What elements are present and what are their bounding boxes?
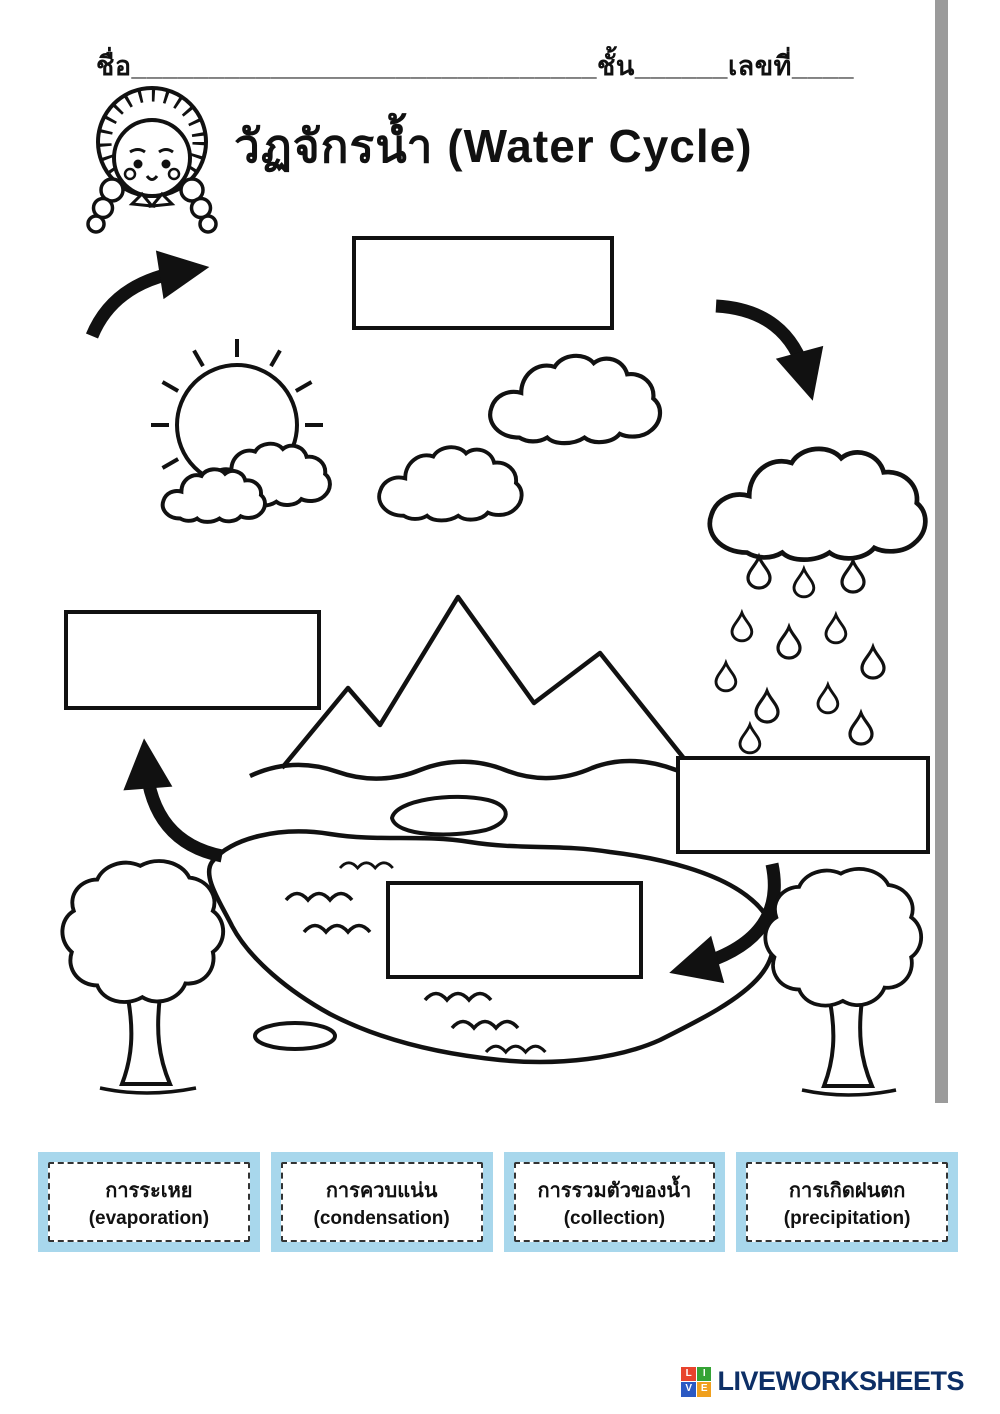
liveworksheets-logo[interactable]: L I V E LIVEWORKSHEETS xyxy=(681,1366,964,1397)
sun-icon xyxy=(151,339,332,524)
class-label: ชั้น xyxy=(597,51,635,81)
name-blank: ______________________________ xyxy=(131,51,598,81)
logo-square-i: I xyxy=(696,1366,712,1381)
tree-left xyxy=(60,859,226,1095)
name-label: ชื่อ xyxy=(96,51,132,81)
word-card-precipitation[interactable]: การเกิดฝนตก (precipitation) xyxy=(736,1152,958,1252)
word-bank: การระเหย (evaporation) การควบแน่น (conde… xyxy=(38,1152,958,1252)
number-blank: ____ xyxy=(791,51,855,81)
word-card-inner: การควบแน่น (condensation) xyxy=(280,1162,483,1242)
word-card-thai-label: การรวมตัวของน้ำ xyxy=(537,1180,692,1202)
word-card-condensation[interactable]: การควบแน่น (condensation) xyxy=(270,1152,493,1252)
cloud-icon-lower xyxy=(377,445,524,523)
mountains xyxy=(249,594,708,781)
tree-right xyxy=(763,867,924,1097)
word-card-inner: การเกิดฝนตก (precipitation) xyxy=(746,1162,948,1242)
liveworksheets-logo-text: LIVEWORKSHEETS xyxy=(717,1366,964,1396)
word-card-thai-label: การควบแน่น xyxy=(325,1180,438,1202)
arrow-collection-to-evaporation xyxy=(123,738,224,863)
class-blank: ______ xyxy=(634,51,728,81)
liveworksheets-logo-icon: L I V E xyxy=(681,1366,712,1397)
arrow-precipitation xyxy=(715,299,824,401)
arrow-evaporation xyxy=(85,250,210,339)
cloud-icon-upper xyxy=(490,356,660,443)
word-card-inner: การรวมตัวของน้ำ (collection) xyxy=(513,1162,716,1242)
logo-square-l: L xyxy=(681,1366,696,1381)
word-card-evaporation[interactable]: การระเหย (evaporation) xyxy=(38,1152,260,1252)
word-card-collection[interactable]: การรวมตัวของน้ำ (collection) xyxy=(503,1152,726,1252)
word-card-inner: การระเหย (evaporation) xyxy=(48,1162,250,1242)
answer-box-right[interactable] xyxy=(676,756,930,854)
word-card-english-label: (collection) xyxy=(563,1208,666,1229)
page-edge-shadow xyxy=(935,0,948,1103)
word-card-thai-label: การระเหย xyxy=(105,1180,193,1202)
word-card-english-label: (condensation) xyxy=(313,1208,450,1229)
answer-box-top[interactable] xyxy=(352,236,614,330)
logo-square-v: V xyxy=(681,1382,696,1397)
answer-box-left[interactable] xyxy=(64,610,321,710)
number-label: เลขที่ xyxy=(727,51,792,81)
word-card-english-label: (precipitation) xyxy=(783,1208,911,1229)
girl-mascot-icon xyxy=(86,86,218,234)
page-title: วัฏจักรน้ำ (Water Cycle) xyxy=(234,120,753,172)
arrow-rain-to-lake xyxy=(669,862,781,984)
student-info-line: ชื่อ______________________________ชั้น__… xyxy=(96,44,854,87)
rain-cloud-icon xyxy=(710,449,926,755)
logo-square-e: E xyxy=(696,1382,712,1397)
word-card-english-label: (evaporation) xyxy=(88,1208,210,1229)
word-card-thai-label: การเกิดฝนตก xyxy=(788,1180,906,1202)
answer-box-center[interactable] xyxy=(386,881,643,979)
